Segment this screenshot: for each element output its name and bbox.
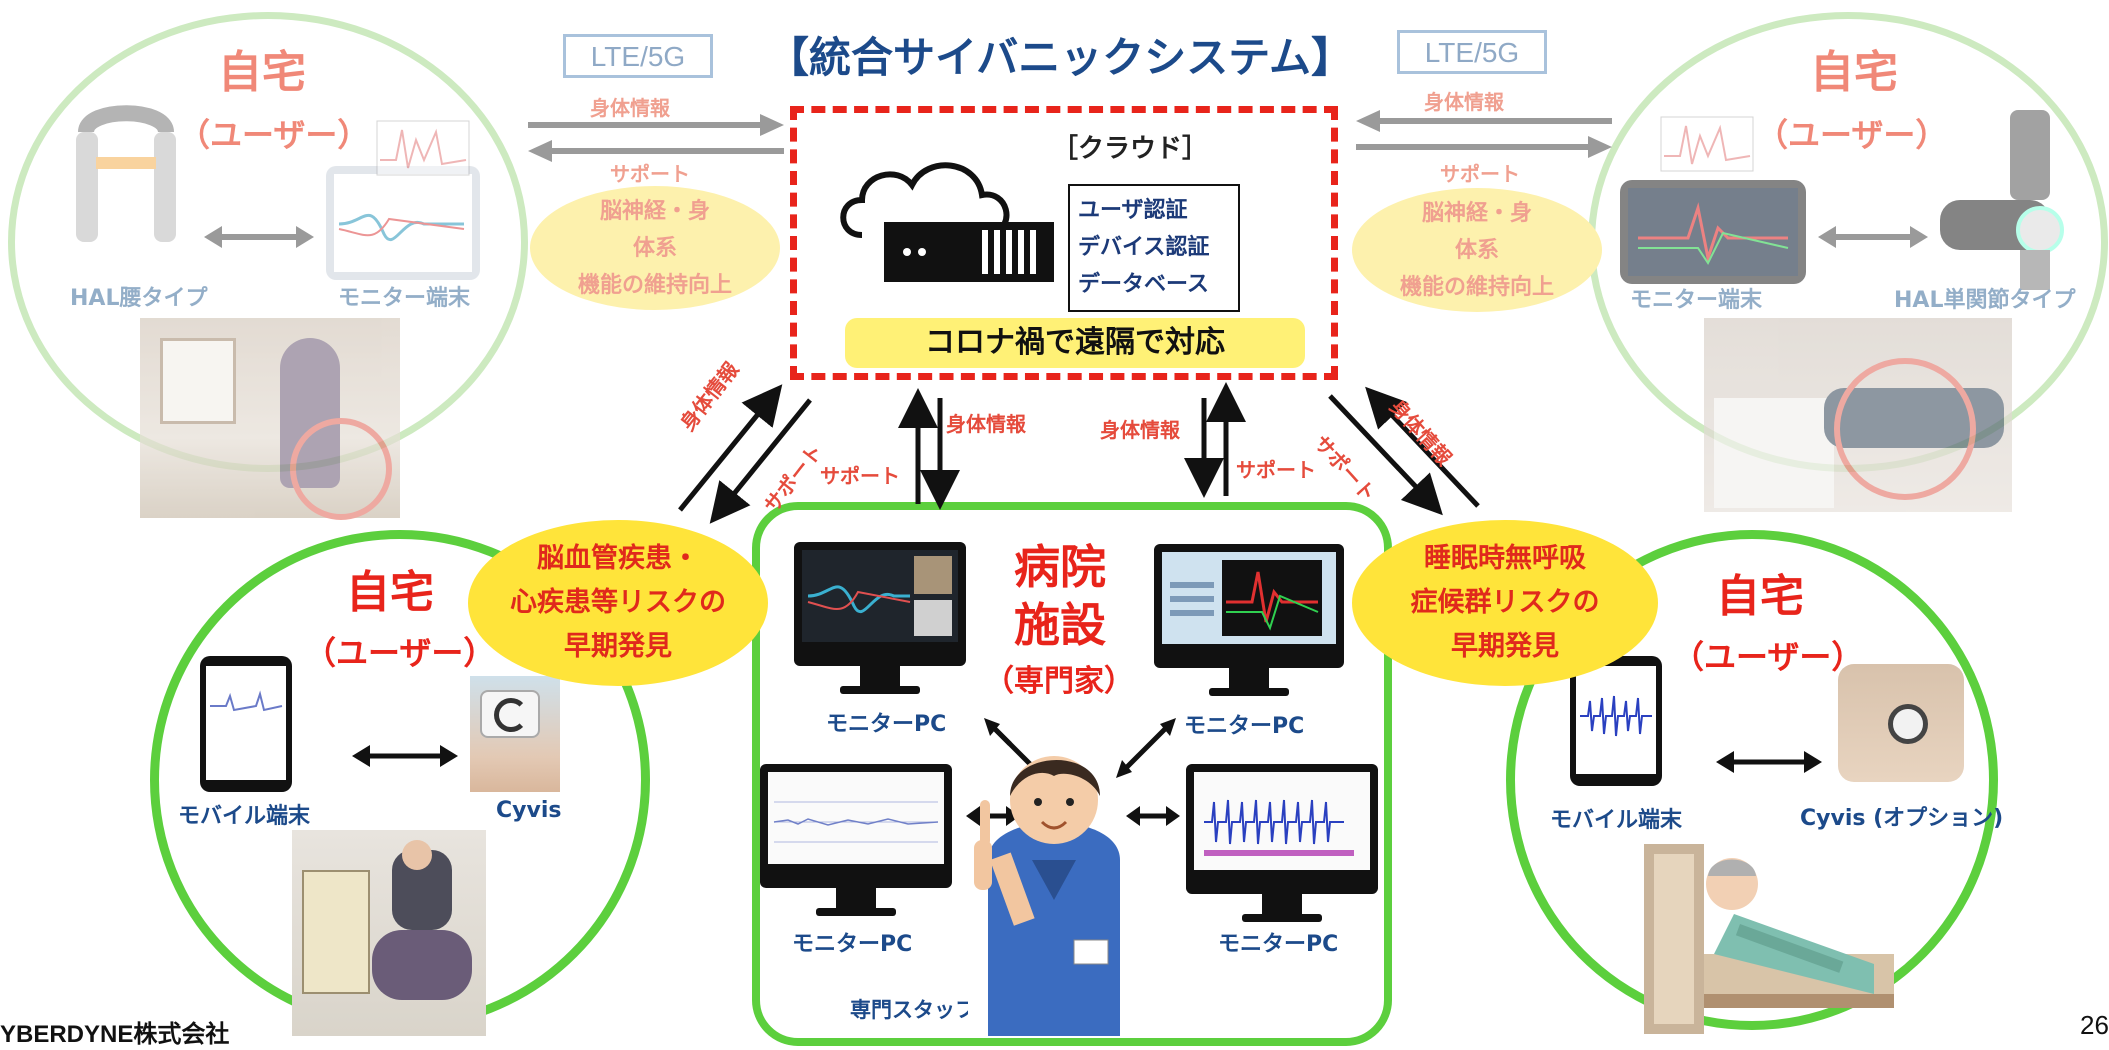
home-label-bottom-left: 自宅 — [346, 567, 434, 618]
hospital-title: 病院 施設 — [990, 538, 1130, 654]
benefit-line: 睡眠時無呼吸 — [1424, 543, 1586, 574]
benefit-line: 脳神経・身 — [599, 198, 710, 224]
benefit-line: 脳血管疾患・ — [537, 543, 699, 574]
corona-banner: コロナ禍で遠隔で対応 — [845, 318, 1305, 368]
benefit-bubble-top-right: 脳神経・身 体系 機能の維持向上 — [1352, 188, 1602, 312]
lte-badge-right: LTE/5G — [1397, 30, 1547, 74]
arrow-label-left-support: サポート — [610, 162, 690, 186]
arrow-cloud-to-left — [528, 140, 784, 162]
device-label-cyvis-bottom-right: Cyvis (オプション) — [1800, 806, 2004, 831]
monitor-tablet-top-left — [326, 166, 480, 280]
hospital-subtitle: （専門家） — [984, 664, 1134, 699]
arrow-label-hosp-left-body-info: 身体情報 — [946, 412, 1026, 436]
monitor-pc-bottom-right — [1186, 764, 1378, 922]
device-label-mobile-bottom-right: モバイル端末 — [1550, 808, 1683, 833]
pc-label-bottom-left: モニターPC — [792, 932, 913, 957]
benefit-line: 心疾患等リスクの — [510, 587, 726, 618]
device-label-monitor-top-right: モニター端末 — [1630, 288, 1763, 313]
monitor-pc-top-right — [1154, 544, 1344, 696]
user-label-bottom-left: （ユーザー） — [304, 634, 496, 672]
device-label-hal-single: HAL単関節タイプ — [1894, 288, 2076, 313]
device-label-monitor-top-left: モニター端末 — [338, 286, 471, 311]
user-photo-top-right — [1704, 318, 2012, 512]
benefit-line: 早期発見 — [1451, 631, 1559, 662]
home-circle-bottom-right — [1506, 530, 1998, 1030]
arrow-label-right-support: サポート — [1440, 162, 1520, 186]
auth-list: ユーザ認証 デバイス認証 データベース — [1068, 184, 1240, 312]
arrow-label-hosp-right-body-info: 身体情報 — [1100, 418, 1180, 442]
cloud-server-icon — [840, 162, 1054, 282]
waveform-icon-top-right — [1660, 116, 1754, 172]
monitor-pc-bottom-left — [760, 764, 952, 916]
page-title: 【統合サイバニックシステム】 — [767, 33, 1353, 82]
device-label-hal-waist: HAL腰タイプ — [70, 286, 208, 311]
mobile-device-bottom-right — [1570, 656, 1662, 786]
page-number: 26 — [2080, 1010, 2109, 1040]
pc-label-bottom-right: モニターPC — [1218, 932, 1339, 957]
staff-label: 専門スタッフ — [850, 998, 968, 1022]
benefit-line: 機能の維持向上 — [1399, 274, 1554, 300]
cloud-box — [790, 106, 1338, 380]
arrow-label-hosp-left-support: サポート — [820, 464, 900, 488]
arrow-label-left-body-info: 身体情報 — [590, 96, 670, 120]
hospital-title-line: 病院 — [1014, 540, 1106, 594]
footer-company: YBERDYNE株式会社 — [0, 1021, 230, 1048]
hospital-title-line: 施設 — [1014, 598, 1106, 652]
arrow-cloud-to-right — [1356, 136, 1612, 158]
benefit-line: 体系 — [1454, 237, 1499, 263]
pc-label-top-left: モニターPC — [826, 712, 947, 737]
arrow-hal-monitor-top-left — [204, 226, 314, 248]
user-label-top-left: （ユーザー） — [178, 116, 370, 154]
benefit-line: 早期発見 — [564, 631, 672, 662]
pc-label-top-right: モニターPC — [1184, 714, 1305, 739]
arrow-monitor-hal-top-right — [1818, 226, 1928, 248]
device-label-cyvis-bottom-left: Cyvis — [496, 798, 562, 823]
waveform-icon-top-left — [376, 120, 470, 176]
cloud-label: ［クラウド］ — [1051, 134, 1208, 164]
benefit-line: 体系 — [632, 235, 677, 261]
benefit-bubble-bottom-left: 脳血管疾患・ 心疾患等リスクの 早期発見 — [468, 520, 768, 686]
benefit-bubble-top-left: 脳神経・身 体系 機能の維持向上 — [530, 186, 780, 310]
home-label-bottom-right: 自宅 — [1716, 571, 1804, 622]
user-label-bottom-right: （ユーザー） — [1672, 638, 1864, 676]
benefit-bubble-bottom-right: 睡眠時無呼吸 症候群リスクの 早期発見 — [1352, 520, 1658, 686]
home-label-top-left: 自宅 — [218, 47, 306, 98]
auth-item-device: デバイス認証 — [1078, 235, 1210, 260]
lte-badge-left: LTE/5G — [563, 34, 713, 78]
auth-item-database: データベース — [1078, 272, 1209, 297]
cyvis-device-bottom-left — [470, 676, 560, 792]
home-label-top-right: 自宅 — [1810, 47, 1898, 98]
mobile-device-bottom-left — [200, 656, 292, 792]
hal-single-joint-icon — [1940, 110, 2064, 290]
auth-item-user: ユーザ認証 — [1078, 198, 1188, 223]
arrow-right-to-cloud — [1356, 110, 1612, 132]
hospital-frame — [752, 502, 1392, 1046]
device-label-mobile-bottom-left: モバイル端末 — [178, 804, 311, 829]
benefit-line: 機能の維持向上 — [577, 272, 732, 298]
monitor-pc-top-left — [794, 542, 966, 694]
cyvis-device-bottom-right — [1838, 664, 1964, 782]
monitor-phone-top-right — [1620, 180, 1806, 284]
user-photo-bottom-left — [292, 830, 486, 1036]
sleeping-patient-illustration — [1644, 844, 1894, 1034]
hal-waist-icon — [76, 105, 176, 242]
benefit-line: 脳神経・身 — [1421, 200, 1532, 226]
user-label-top-right: （ユーザー） — [1756, 116, 1948, 154]
arrow-left-to-cloud — [528, 114, 784, 136]
arrow-label-right-body-info: 身体情報 — [1424, 90, 1504, 114]
arrow-label-hosp-right-support: サポート — [1236, 458, 1316, 482]
staff-illustration — [974, 756, 1120, 1036]
benefit-line: 症候群リスクの — [1410, 587, 1600, 618]
user-photo-top-left — [140, 318, 400, 520]
